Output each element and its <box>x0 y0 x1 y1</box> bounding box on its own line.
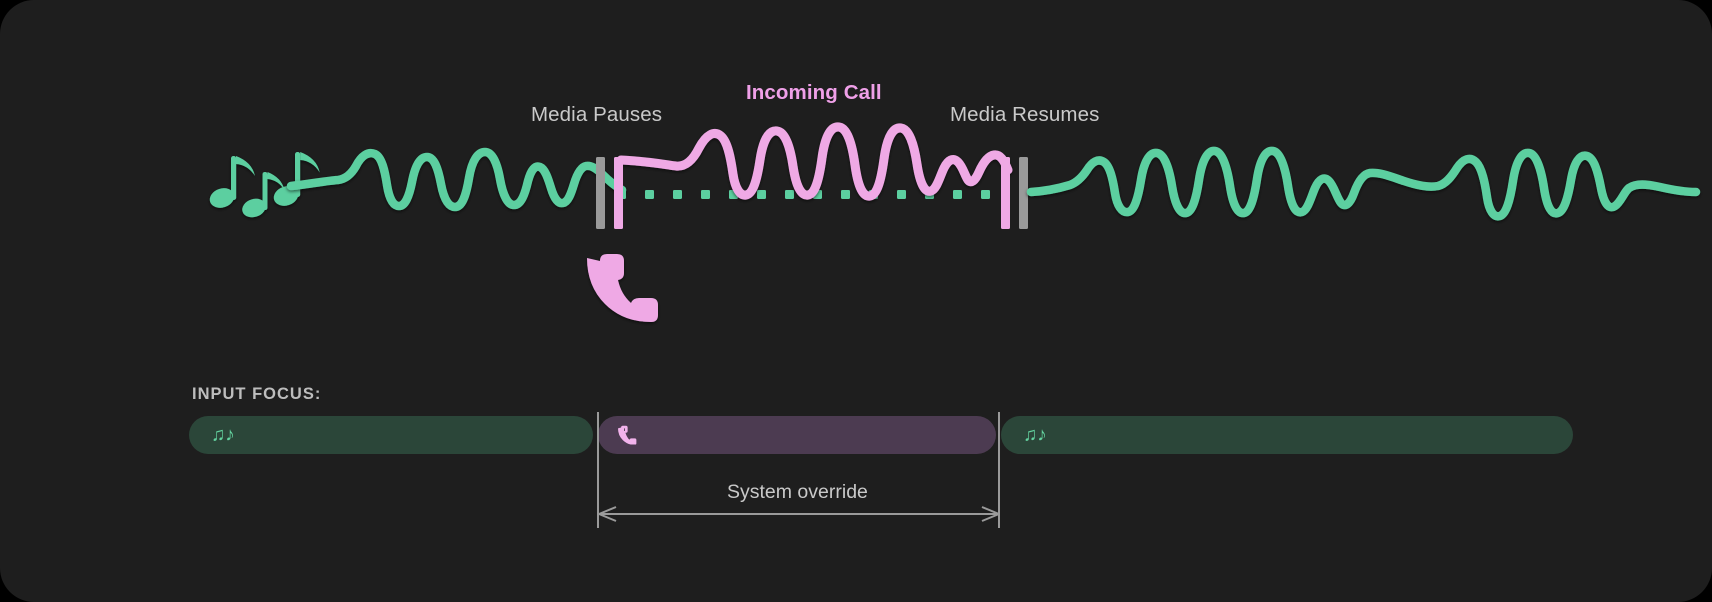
media-waveform-before <box>286 147 627 212</box>
override-arrow-head-left <box>598 506 617 522</box>
system-override-annotation <box>597 412 1000 528</box>
focus-segment-media-after[interactable]: ♫♪ <box>1001 416 1573 454</box>
focus-segment-call[interactable] <box>598 416 996 454</box>
call-waveform <box>616 122 1013 201</box>
pause-marker-gray <box>596 157 605 229</box>
resume-marker-pink <box>1001 157 1010 229</box>
system-override-label: System override <box>727 481 868 503</box>
music-notes-icon: ♫♪ <box>1023 424 1047 446</box>
phone-handset-icon <box>618 425 637 445</box>
input-focus-title: INPUT FOCUS: <box>192 385 322 403</box>
pause-marker-pink <box>614 157 623 229</box>
focus-segment-media-before[interactable]: ♫♪ <box>189 416 593 454</box>
label-incoming-call: Incoming Call <box>746 81 882 104</box>
phone-handset-icon <box>587 254 658 322</box>
timeline-panel: Media Pauses Incoming Call Media Resumes <box>209 81 1701 322</box>
resume-marker-gray <box>1019 157 1028 229</box>
label-media-pauses: Media Pauses <box>531 103 663 126</box>
timeline-waveforms <box>209 122 1701 322</box>
media-waveform-after <box>1026 146 1701 221</box>
override-arrow-head-right <box>981 506 1000 522</box>
music-notes-icon: ♫♪ <box>211 424 235 446</box>
label-media-resumes: Media Resumes <box>950 103 1100 126</box>
